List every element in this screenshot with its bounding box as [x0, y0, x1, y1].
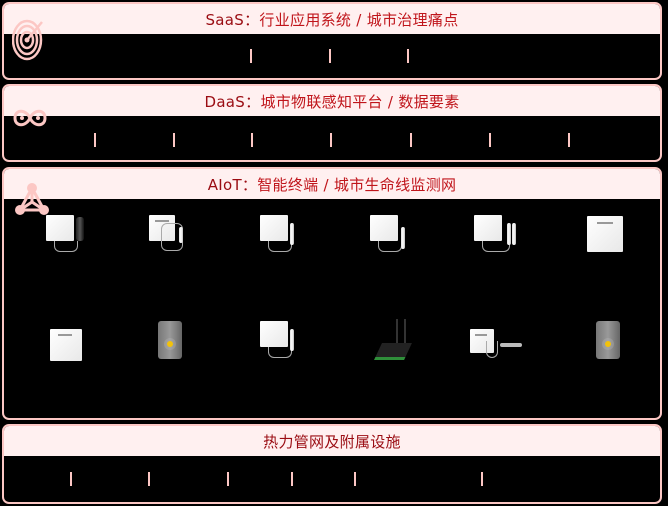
- infra-divider: [481, 472, 483, 486]
- saas-title: 行业应用系统 / 城市治理痛点: [259, 10, 459, 29]
- daas-divider: [568, 133, 570, 147]
- saas-divider: [407, 49, 409, 63]
- infrastructure-layer-panel: 热力管网及附属设施: [2, 424, 662, 504]
- plain-wall-sensor-device: [584, 213, 628, 257]
- daas-divider: [251, 133, 253, 147]
- daas-divider: [330, 133, 332, 147]
- daas-layer-panel: DaaS： 城市物联感知平台 / 数据要素: [2, 84, 662, 162]
- aiot-layer-header: AIoT： 智能终端 / 城市生命线监测网: [4, 169, 660, 199]
- saas-divider: [329, 49, 331, 63]
- saas-layer-panel: SaaS： 行业应用系统 / 城市治理痛点: [2, 2, 662, 80]
- box-with-dual-probe-device: [472, 213, 522, 257]
- target-icon: [12, 19, 43, 61]
- infinity-icon: [13, 109, 47, 127]
- infra-divider: [70, 472, 72, 486]
- daas-divider: [489, 133, 491, 147]
- network-triangle-icon: [15, 183, 49, 215]
- saas-prefix: SaaS：: [205, 10, 260, 29]
- daas-title: 城市物联感知平台 / 数据要素: [260, 92, 460, 111]
- aiot-prefix: AIoT：: [207, 175, 258, 194]
- box-with-probe-device: [258, 319, 302, 363]
- saas-divider: [250, 49, 252, 63]
- infra-divider: [354, 472, 356, 486]
- infrastructure-title: 热力管网及附属设施: [263, 432, 401, 451]
- wall-sensor-with-bracket-device: [470, 329, 526, 363]
- grey-sensor-device: [594, 319, 624, 361]
- grey-sensor-device: [156, 319, 186, 361]
- box-with-probe-device: [368, 213, 412, 257]
- wall-sensor-with-probe-device: [149, 213, 189, 257]
- daas-divider: [173, 133, 175, 147]
- daas-prefix: DaaS：: [204, 92, 261, 111]
- infra-divider: [291, 472, 293, 486]
- saas-layer-header: SaaS： 行业应用系统 / 城市治理痛点: [4, 4, 660, 34]
- infra-divider: [148, 472, 150, 486]
- box-with-black-probe-device: [44, 213, 88, 257]
- aiot-layer-panel: AIoT： 智能终端 / 城市生命线监测网: [2, 167, 662, 420]
- gateway-router-device: [370, 319, 416, 361]
- daas-layer-header: DaaS： 城市物联感知平台 / 数据要素: [4, 86, 660, 116]
- box-with-probe-device: [258, 213, 302, 257]
- aiot-title: 智能终端 / 城市生命线监测网: [257, 175, 457, 194]
- daas-divider: [410, 133, 412, 147]
- daas-divider: [94, 133, 96, 147]
- infrastructure-layer-header: 热力管网及附属设施: [4, 426, 660, 456]
- plain-wall-sensor-device: [48, 327, 84, 363]
- infra-divider: [227, 472, 229, 486]
